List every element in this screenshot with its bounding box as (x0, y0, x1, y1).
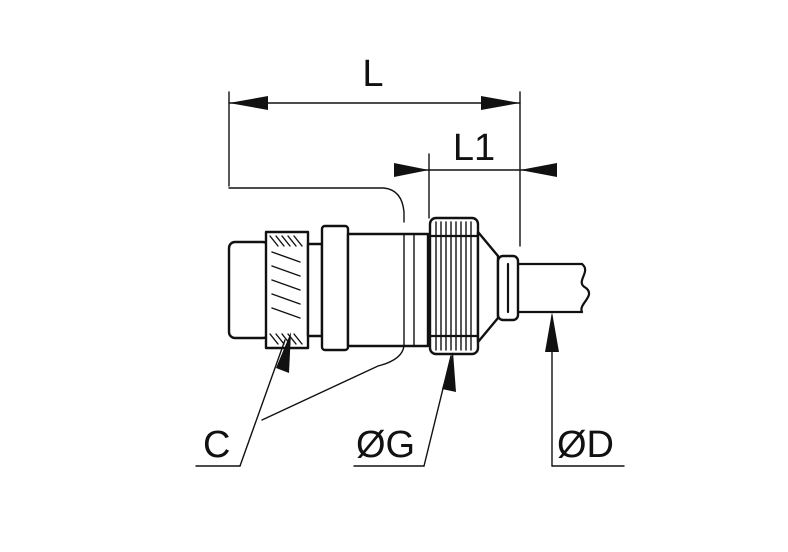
leader-od: ØD (545, 312, 625, 467)
label-od: ØD (557, 424, 614, 466)
label-l1: L1 (453, 127, 495, 169)
knurled-collet (428, 216, 520, 356)
profile-outline (228, 187, 405, 421)
label-c: C (203, 424, 230, 466)
leader-c: C (195, 332, 291, 467)
tube (516, 262, 591, 314)
label-l: L (362, 53, 383, 95)
fitting-body (346, 232, 430, 348)
dimension-l: L (228, 53, 521, 247)
leader-og: ØG (353, 352, 456, 467)
thread-lines (269, 235, 303, 345)
dimension-l1: L1 (394, 127, 557, 219)
label-og: ØG (356, 424, 415, 466)
threaded-stud (227, 224, 350, 352)
